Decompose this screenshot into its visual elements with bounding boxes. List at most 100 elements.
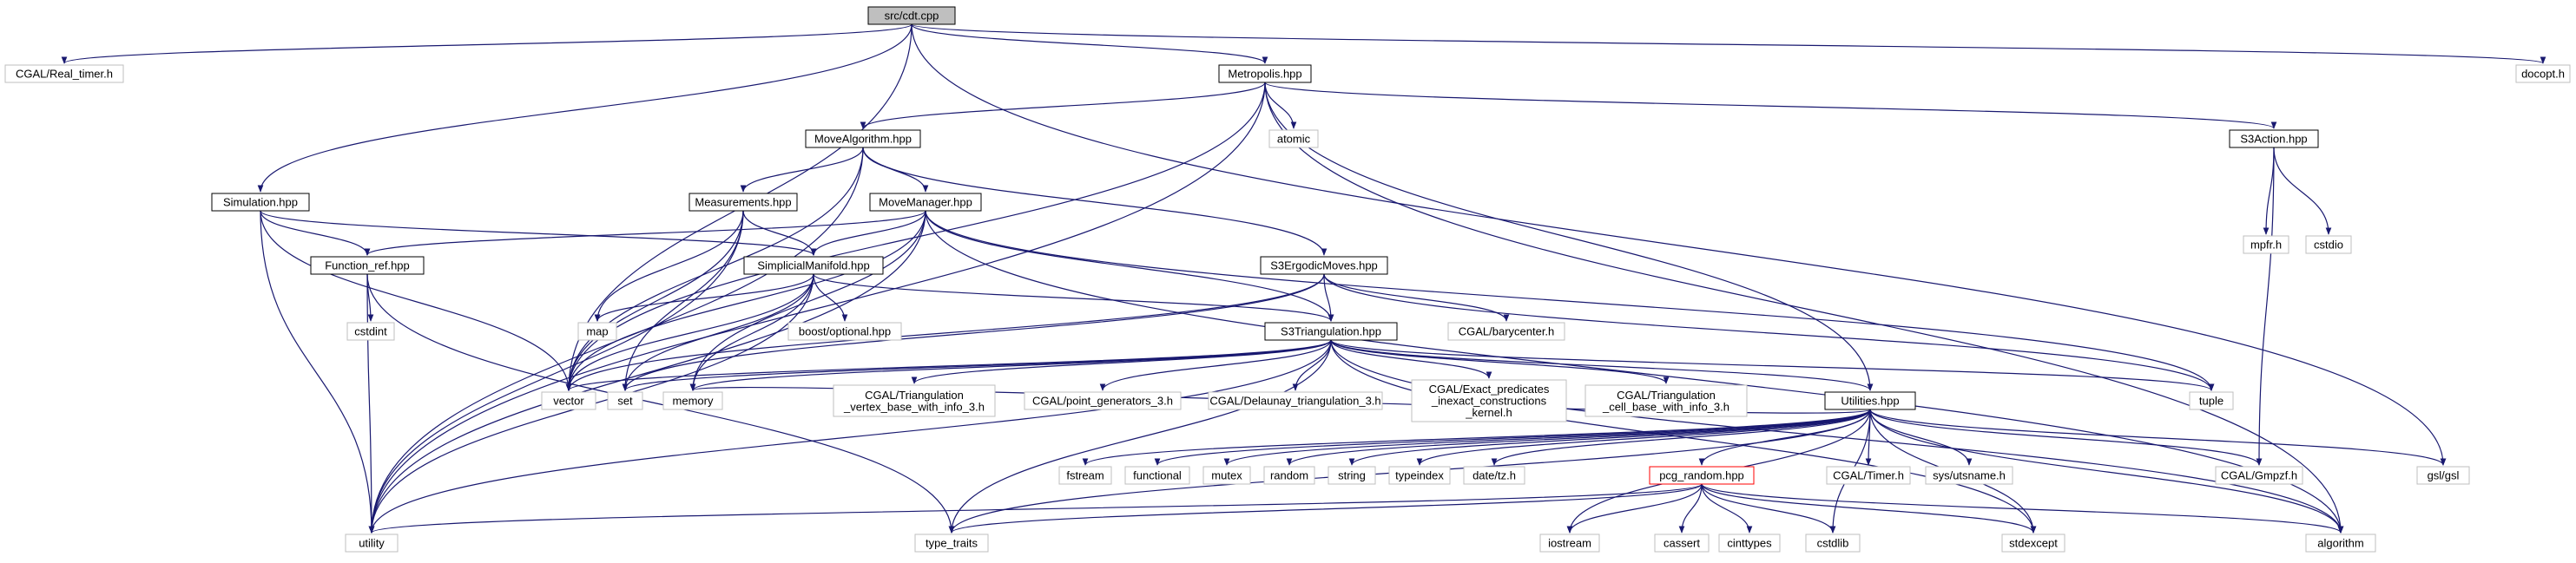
node-label: cstdio	[2314, 239, 2343, 252]
node-cstdint: cstdint	[346, 322, 395, 341]
include-edge	[565, 273, 1325, 391]
node-pcgrandom[interactable]: pcg_random.hpp	[1649, 466, 1755, 485]
node-box	[2243, 235, 2289, 254]
include-edge	[1330, 339, 1874, 391]
include-edge	[1701, 483, 1836, 534]
node-box	[2189, 391, 2234, 410]
include-edge	[366, 273, 955, 534]
node-realtimer: CGAL/Real_timer.h	[4, 64, 124, 83]
node-s3tri[interactable]: S3Triangulation.hpp	[1264, 322, 1398, 341]
node-simplicial[interactable]: SimplicialManifold.hpp	[743, 256, 884, 275]
include-edge	[257, 23, 912, 193]
node-box	[211, 193, 310, 212]
include-edge	[689, 273, 814, 391]
node-box	[607, 391, 643, 410]
node-box	[541, 391, 596, 410]
node-label: stdexcept	[2009, 537, 2058, 550]
node-label: CGAL/barycenter.h	[1459, 325, 1555, 338]
node-box	[1263, 466, 1315, 485]
include-edge	[622, 273, 814, 391]
node-box	[2305, 534, 2376, 553]
node-label: cinttypes	[1727, 537, 1772, 550]
node-label: _cell_base_with_info_3.h	[1602, 400, 1729, 413]
include-edge	[911, 339, 1332, 384]
node-movealgorithm[interactable]: MoveAlgorithm.hpp	[805, 129, 921, 148]
include-edge	[740, 147, 864, 193]
node-metropolis[interactable]: Metropolis.hpp	[1218, 64, 1312, 83]
include-edge	[911, 23, 2546, 64]
include-edge	[813, 273, 1334, 322]
node-delaunay: CGAL/Delaunay_triangulation_3.h	[1208, 391, 1383, 410]
node-label: atomic	[1277, 133, 1311, 146]
node-measurements[interactable]: Measurements.hpp	[688, 193, 798, 212]
node-cgal_tvb: CGAL/Triangulation_vertex_base_with_info…	[833, 384, 996, 417]
node-label: S3Triangulation.hpp	[1281, 325, 1381, 338]
node-label: cstdint	[354, 325, 387, 338]
node-box	[4, 64, 124, 83]
node-box	[1654, 534, 1710, 553]
include-edge	[1869, 409, 1973, 466]
node-box	[833, 384, 996, 417]
node-label: string	[1338, 469, 1366, 482]
include-edge	[565, 82, 1266, 391]
node-label: tuple	[2199, 395, 2224, 408]
node-root[interactable]: src/cdt.cpp	[867, 6, 956, 25]
node-utility: utility	[345, 534, 399, 553]
node-s3ergodic[interactable]: S3ErgodicMoves.hpp	[1260, 256, 1388, 275]
node-movemanager[interactable]: MoveManager.hpp	[869, 193, 982, 212]
node-box	[1388, 466, 1451, 485]
node-label: mutex	[1211, 469, 1242, 482]
include-edge	[368, 339, 1332, 534]
node-label: fstream	[1066, 469, 1104, 482]
node-utilities[interactable]: Utilities.hpp	[1824, 391, 1916, 410]
include-edge	[1330, 339, 2037, 534]
node-box	[1447, 322, 1565, 341]
node-docopt: docopt.h	[2515, 64, 2571, 83]
node-label: S3Action.hpp	[2240, 133, 2307, 146]
node-label: set	[617, 395, 633, 408]
node-label: mpfr.h	[2250, 239, 2282, 252]
include-edge	[1330, 339, 1670, 384]
node-label: Simulation.hpp	[223, 196, 298, 209]
node-functionref[interactable]: Function_ref.hpp	[310, 256, 425, 275]
include-edge	[565, 210, 926, 391]
node-simulation[interactable]: Simulation.hpp	[211, 193, 310, 212]
node-label: vector	[553, 395, 584, 408]
include-edge	[810, 210, 926, 256]
include-edge	[260, 210, 572, 391]
node-box	[805, 129, 921, 148]
node-box	[2215, 466, 2303, 485]
include-edge	[1330, 339, 1492, 379]
node-box	[2305, 235, 2352, 254]
node-map: map	[577, 322, 617, 341]
node-box	[1584, 384, 1748, 417]
include-edge	[948, 339, 1332, 534]
include-edge	[1678, 483, 1703, 534]
node-label: CGAL/Real_timer.h	[16, 68, 113, 81]
node-box	[577, 322, 617, 341]
node-label: _kernel.h	[1465, 406, 1512, 419]
node-label: Measurements.hpp	[695, 196, 791, 209]
node-label: CGAL/point_generators_3.h	[1032, 395, 1173, 408]
node-label: CGAL/Gmpzf.h	[2221, 469, 2297, 482]
node-iostream: iostream	[1539, 534, 1600, 553]
node-box	[688, 193, 798, 212]
include-edge	[1323, 273, 2215, 391]
node-cstdio: cstdio	[2305, 235, 2352, 254]
include-edge	[689, 339, 1332, 391]
node-box	[2001, 534, 2065, 553]
include-edge	[1416, 409, 1871, 466]
include-edge	[911, 23, 1268, 64]
include-edge	[369, 483, 1703, 534]
node-label: CGAL/Triangulation	[865, 389, 964, 402]
node-box	[1218, 64, 1312, 83]
node-box	[1463, 466, 1525, 485]
node-box	[869, 193, 982, 212]
node-s3action[interactable]: S3Action.hpp	[2229, 129, 2319, 148]
node-box	[1649, 466, 1755, 485]
include-edge	[1330, 339, 2215, 391]
node-box	[1539, 534, 1600, 553]
include-edge	[1701, 483, 2037, 534]
node-pointgen: CGAL/point_generators_3.h	[1024, 391, 1182, 410]
